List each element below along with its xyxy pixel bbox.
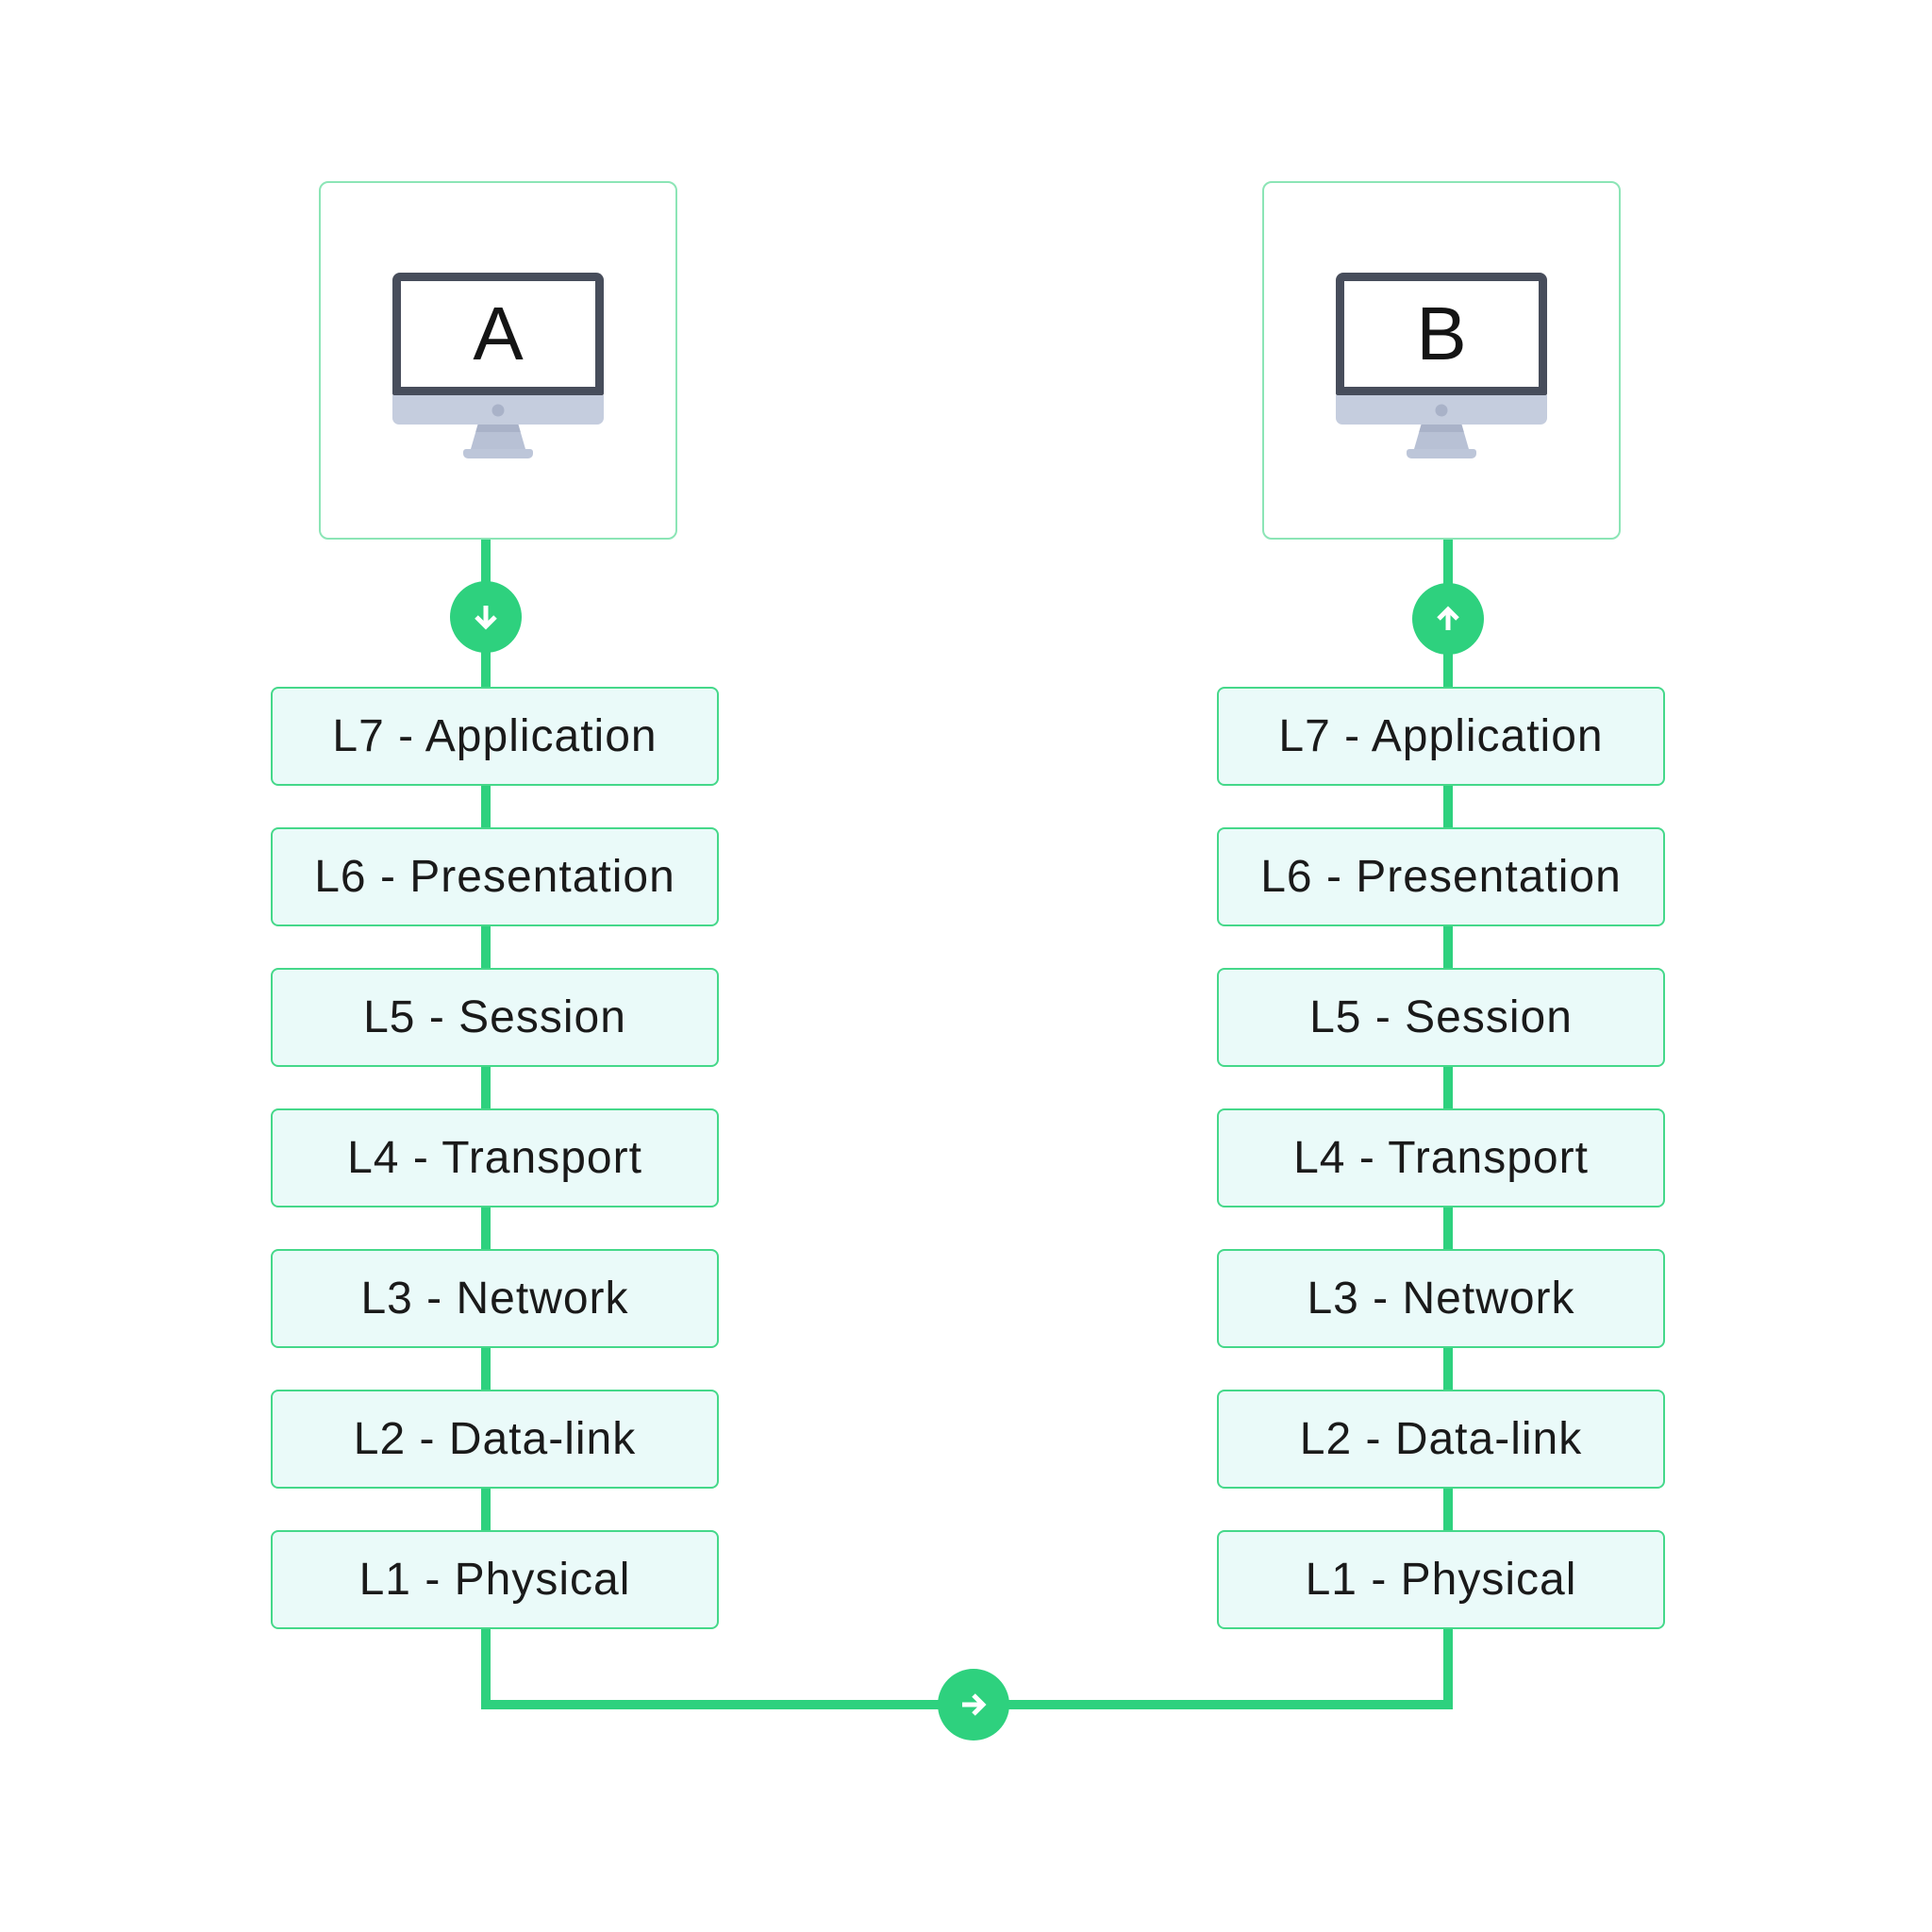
monitor-stand-neck <box>471 425 525 449</box>
flow-right-badge <box>938 1669 1009 1740</box>
layer-l1-physical-right: L1 - Physical <box>1217 1530 1665 1629</box>
computer-b-box: B <box>1262 181 1621 540</box>
camera-dot-icon <box>491 404 505 416</box>
monitor-screen: A <box>401 281 595 387</box>
computer-monitor-icon: A <box>392 273 604 458</box>
computer-a-box: A <box>319 181 677 540</box>
monitor-chin <box>1336 395 1547 425</box>
layer-l6-presentation-right: L6 - Presentation <box>1217 827 1665 926</box>
monitor-stand-base <box>1407 449 1476 458</box>
computer-a-label: A <box>473 291 524 375</box>
layer-l6-presentation-left: L6 - Presentation <box>271 827 719 926</box>
layer-l7-application-right: L7 - Application <box>1217 687 1665 786</box>
camera-dot-icon <box>1435 404 1448 416</box>
arrow-down-icon <box>475 606 497 630</box>
layer-l7-application-left: L7 - Application <box>271 687 719 786</box>
monitor-stand-neck <box>1414 425 1469 449</box>
layer-l1-physical-left: L1 - Physical <box>271 1530 719 1629</box>
layer-l4-transport-right: L4 - Transport <box>1217 1108 1665 1208</box>
layer-l3-network-right: L3 - Network <box>1217 1249 1665 1348</box>
layer-l5-session-left: L5 - Session <box>271 968 719 1067</box>
arrow-right-icon <box>962 1693 987 1716</box>
monitor-frame: A <box>392 273 604 395</box>
layer-l2-datalink-right: L2 - Data-link <box>1217 1390 1665 1489</box>
arrow-up-icon <box>1437 606 1459 630</box>
monitor-screen: B <box>1344 281 1539 387</box>
layer-l2-datalink-left: L2 - Data-link <box>271 1390 719 1489</box>
layer-l4-transport-left: L4 - Transport <box>271 1108 719 1208</box>
monitor-stand-base <box>463 449 533 458</box>
monitor-frame: B <box>1336 273 1547 395</box>
computer-monitor-icon: B <box>1336 273 1547 458</box>
monitor-chin <box>392 395 604 425</box>
layer-l5-session-right: L5 - Session <box>1217 968 1665 1067</box>
flow-up-badge <box>1412 583 1484 655</box>
computer-b-label: B <box>1416 291 1467 375</box>
flow-down-badge <box>450 581 522 653</box>
layer-l3-network-left: L3 - Network <box>271 1249 719 1348</box>
